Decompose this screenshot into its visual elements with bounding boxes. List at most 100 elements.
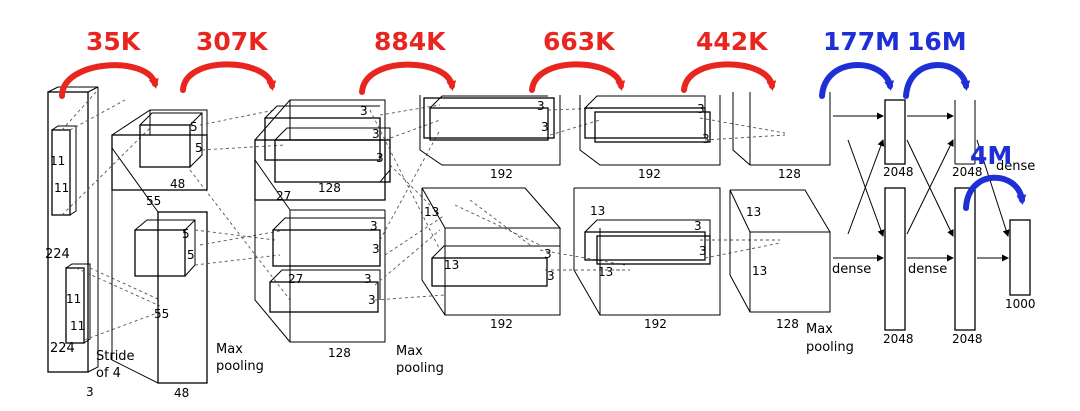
param-arrow-5 [681, 61, 777, 93]
conv5-lower-depth: 128 [776, 317, 799, 331]
conv1-upper-depth: 48 [170, 177, 185, 191]
conv4-upper-k2: 3 [702, 132, 710, 146]
kernel-11-upper [51, 129, 71, 216]
conv5-lower [729, 189, 831, 313]
fc-layers [884, 99, 1031, 331]
conv2-lower-k1: 3 [370, 219, 378, 233]
param-arrow-7 [903, 62, 971, 99]
connections-conv2-conv3 [369, 104, 446, 301]
param-label-conv5: 442K [696, 27, 769, 56]
conv5-size-a: 13 [746, 205, 761, 219]
conv2-upper-depth: 128 [318, 181, 341, 195]
conv3-lower-k1: 3 [544, 247, 552, 261]
conv2-size-upper: 27 [276, 189, 291, 203]
dense-label-top: dense [996, 159, 1035, 174]
conv3-upper [419, 95, 561, 166]
conv4-upper-k1: 3 [697, 102, 705, 116]
param-arrow-4 [529, 61, 626, 93]
maxpool2-max: Max [396, 344, 423, 359]
conv5-upper-depth: 128 [778, 167, 801, 181]
param-label-conv4: 663K [543, 27, 616, 56]
conv2-lower-k4: 3 [368, 293, 376, 307]
conv1-size-upper: 55 [146, 194, 161, 208]
conv1-size-lower: 55 [154, 307, 169, 321]
kernel-11-upper-depth [51, 125, 77, 216]
stride-of-label: of 4 [96, 366, 121, 381]
maxpool3-max: Max [806, 322, 833, 337]
conv1-lower-depth: 48 [174, 386, 189, 400]
maxpool2-pooling: pooling [396, 361, 444, 376]
conv1-lower-kernel-a: 5 [182, 227, 190, 241]
conv1-lower [111, 147, 208, 384]
fc6-upper [884, 99, 906, 165]
conv1-upper [111, 109, 208, 191]
fc7-upper [954, 100, 976, 165]
conv1-upper-kernel [139, 124, 191, 168]
conv1-upper-kernel-b: 5 [195, 141, 203, 155]
param-label-fc7: 16M [907, 27, 967, 56]
fc6-upper-size: 2048 [883, 165, 914, 179]
param-arrow-2 [180, 61, 277, 93]
conv4-lower-depth: 192 [644, 317, 667, 331]
param-arrow-6 [819, 62, 895, 99]
conv2-upper-k2: 3 [372, 127, 380, 141]
fc6-lower [884, 187, 906, 331]
input-layer [47, 86, 99, 373]
dense-label-mid2: dense [908, 262, 947, 277]
maxpool3-pooling: pooling [806, 340, 854, 355]
input-volume [47, 91, 89, 373]
conv3-upper-k2: 3 [541, 120, 549, 134]
conv4-lower-k1: 3 [694, 219, 702, 233]
conv1-upper-kernel-a: 5 [190, 120, 198, 134]
output-size-label: 1000 [1005, 297, 1036, 311]
stride-label: Stride [96, 349, 135, 364]
connections-input-conv1 [61, 91, 161, 341]
param-label-conv3: 884K [374, 27, 447, 56]
input-size-label: 224 [45, 247, 70, 262]
input-kernel-label-c: 11 [66, 292, 81, 306]
maxpool1-max: Max [216, 342, 243, 357]
conv4-lower-k2: 3 [699, 244, 707, 258]
conv2-upper-k1: 3 [360, 104, 368, 118]
kernel-11-lower-depth [65, 263, 91, 344]
output-layer [1009, 219, 1031, 296]
conv3-size-a: 13 [424, 205, 439, 219]
conv3-lower [421, 187, 562, 316]
conv4-size-a: 13 [590, 204, 605, 218]
conv3-lower-k2: 3 [547, 269, 555, 283]
param-arrows [59, 61, 1027, 211]
conv4-upper [579, 95, 721, 166]
fc6-lower-size: 2048 [883, 332, 914, 346]
input-kernel-label-a: 11 [50, 154, 65, 168]
conv2-upper [254, 99, 391, 201]
conv3-upper-depth: 192 [490, 167, 513, 181]
conv1-lower-kernel [134, 229, 186, 277]
fc7-upper-size: 2048 [952, 165, 983, 179]
param-arrow-1 [59, 62, 159, 99]
conv4-upper-depth: 192 [638, 167, 661, 181]
conv1-lower-kernel-b: 5 [187, 248, 195, 262]
conv2-lower-depth: 128 [328, 346, 351, 360]
conv3-size-b: 13 [444, 258, 459, 272]
param-label-fc8: 4M [970, 141, 1012, 170]
input-kernel-label-d: 11 [70, 319, 85, 333]
input-kernel-label-b: 11 [54, 181, 69, 195]
conv4-lower [573, 187, 721, 316]
input-size-bottom-label: 224 [50, 341, 75, 356]
connections-conv3-conv4 [454, 107, 626, 271]
conv4-size-b: 13 [598, 265, 613, 279]
kernel-11-lower [65, 267, 85, 344]
input-volume-depth [47, 86, 99, 373]
conv2-lower [254, 159, 386, 343]
conv3-lower-depth: 192 [490, 317, 513, 331]
input-depth-label: 3 [86, 385, 94, 399]
param-label-fc6: 177M [823, 27, 900, 56]
param-arrow-8 [963, 174, 1027, 211]
fc7-lower-size: 2048 [952, 332, 983, 346]
fc7-lower [954, 187, 976, 331]
connections-conv4-conv5 [610, 117, 786, 271]
conv2-upper-k3: 3 [376, 151, 384, 165]
param-label-conv1: 35K [86, 27, 142, 56]
conv5-size-b: 13 [752, 264, 767, 278]
